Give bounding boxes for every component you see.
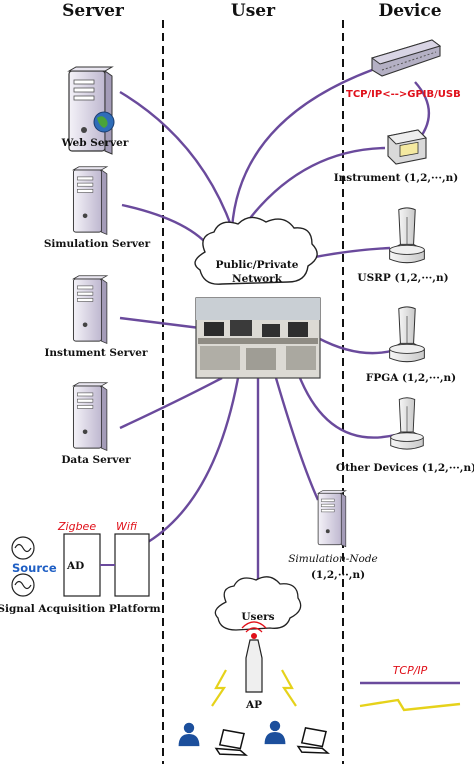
fpga-node[interactable]: FPGA (1,2,···,n) bbox=[366, 306, 456, 384]
data-server-label: Data Server bbox=[61, 454, 131, 466]
signal-probe-icon bbox=[11, 536, 35, 560]
instrument-label: Instrument (1,2,···,n) bbox=[334, 172, 459, 184]
connections bbox=[119, 68, 431, 592]
network-label-line1: Public/Private bbox=[216, 259, 299, 271]
header-device: Device bbox=[378, 1, 441, 21]
globe-icon bbox=[93, 111, 115, 133]
network-label-line2: Network bbox=[232, 273, 283, 285]
simulation-node-icon bbox=[317, 490, 347, 548]
fpga-antenna-icon bbox=[389, 306, 425, 363]
acquisition-title: Signal Acquisition Platform bbox=[0, 603, 161, 615]
users-group[interactable]: Users AP bbox=[178, 576, 329, 756]
laptop-icon bbox=[297, 727, 329, 754]
users-cloud bbox=[214, 576, 302, 631]
user-person-icon bbox=[178, 722, 200, 747]
data-server-icon bbox=[72, 382, 108, 452]
instrument-icon bbox=[386, 129, 428, 165]
instrument-server-label: Instument Server bbox=[45, 347, 148, 359]
wire-usrp bbox=[309, 246, 391, 260]
simulation-server-node[interactable]: Simulation Server bbox=[44, 166, 151, 250]
legend-tcpip-label: TCP/IP bbox=[393, 664, 428, 677]
source-label: Source bbox=[12, 561, 57, 575]
protocol-label: TCP/IP<-->GPIB/USB bbox=[346, 89, 461, 100]
data-server-node[interactable]: Data Server bbox=[61, 382, 131, 466]
access-point-icon bbox=[241, 621, 267, 693]
simulation-node-name: Simulation-Node bbox=[288, 553, 378, 565]
header-server: Server bbox=[62, 1, 125, 21]
zigbee-label: Zigbee bbox=[57, 520, 96, 533]
signal-probe-icon bbox=[11, 573, 35, 597]
instrument-server-node[interactable]: Instument Server bbox=[45, 275, 148, 359]
wifi-board bbox=[114, 533, 150, 597]
other-device-antenna-icon bbox=[390, 397, 424, 450]
users-cloud-label: Users bbox=[241, 611, 274, 623]
signal-acquisition-platform: Zigbee Wifi Source AD Signal Acquisition… bbox=[0, 520, 161, 615]
wire-acquisition bbox=[147, 377, 240, 544]
simulation-server-icon bbox=[72, 166, 108, 236]
usrp-label: USRP (1,2,···,n) bbox=[357, 272, 448, 284]
laptop-icon bbox=[215, 729, 247, 756]
fpga-label: FPGA (1,2,···,n) bbox=[366, 372, 456, 384]
wire-switch-instrument bbox=[414, 81, 431, 139]
legend-wireless-icon bbox=[359, 698, 461, 712]
ad-board bbox=[63, 533, 101, 597]
network-hub[interactable]: Public/Private Network bbox=[194, 216, 321, 379]
wire-fpga bbox=[317, 336, 396, 355]
simulation-node-range: (1,2,···,n) bbox=[311, 569, 365, 581]
wire-instrument-server bbox=[119, 316, 201, 330]
wire-simulation-node bbox=[274, 377, 320, 501]
wireless-link-icon bbox=[211, 669, 297, 707]
ap-label: AP bbox=[245, 699, 262, 711]
usrp-antenna-icon bbox=[389, 207, 425, 264]
ad-label: AD bbox=[66, 560, 84, 572]
instrument-node[interactable]: Instrument (1,2,···,n) bbox=[334, 129, 459, 184]
header-user: User bbox=[231, 1, 276, 21]
lab-photo bbox=[195, 297, 321, 379]
simulation-node[interactable]: Simulation-Node (1,2,···,n) bbox=[288, 490, 378, 581]
other-devices-node[interactable]: Other Devices (1,2,···,n) bbox=[336, 397, 474, 474]
instrument-server-icon bbox=[72, 275, 108, 345]
wire-instrument bbox=[243, 146, 386, 227]
legend: TCP/IP bbox=[359, 664, 461, 712]
wire-data-server bbox=[119, 376, 223, 430]
wifi-label: Wifi bbox=[116, 520, 138, 533]
web-server-label: Web Server bbox=[61, 137, 129, 149]
network-switch[interactable] bbox=[370, 39, 442, 77]
wire-web-server bbox=[119, 90, 234, 229]
wire-other-devices bbox=[298, 377, 396, 439]
network-cloud bbox=[194, 216, 318, 285]
simulation-server-label: Simulation Server bbox=[44, 238, 151, 250]
user-person-icon bbox=[264, 720, 286, 745]
other-devices-label: Other Devices (1,2,···,n) bbox=[336, 462, 474, 474]
web-server-node[interactable]: Web Server bbox=[61, 66, 129, 155]
usrp-node[interactable]: USRP (1,2,···,n) bbox=[357, 207, 449, 284]
wire-switch bbox=[230, 68, 373, 229]
